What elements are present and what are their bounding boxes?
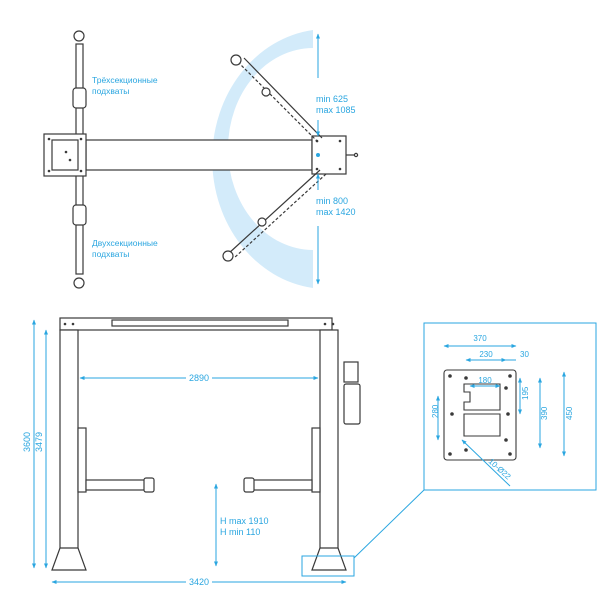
- anchor-holes: [448, 374, 512, 456]
- right-column: [319, 329, 339, 561]
- main-beam: [43, 133, 359, 177]
- dim-370: 370: [473, 334, 487, 343]
- dim-180: 180: [478, 376, 492, 385]
- height-total-text: 3600: [22, 432, 32, 452]
- inner-width-text: 2890: [189, 373, 209, 383]
- dim-30: 30: [520, 350, 529, 359]
- lower-arm: [222, 169, 327, 262]
- right-lift-arm: [251, 479, 313, 491]
- lift-height-text: H max 1910 H min 110: [220, 516, 271, 537]
- dim-230: 230: [479, 350, 493, 359]
- left-column: [59, 329, 79, 561]
- dim-450: 450: [565, 406, 574, 420]
- dim-195: 195: [521, 386, 530, 400]
- mount-holes: [47, 137, 342, 173]
- dim-390: 390: [540, 406, 549, 420]
- left-lift-arm: [85, 479, 147, 491]
- overall-width-text: 3420: [189, 577, 209, 587]
- base-plate-detail: 370 230 30 180 195 390 450 280 10-Ø22: [423, 322, 597, 491]
- detail-frame: [423, 322, 597, 491]
- label-two-section-arms: Двухсекционные подхваты: [92, 238, 160, 259]
- front-view: 3600 3479 2890 H max 1910 H min 110 3420: [22, 317, 425, 587]
- height-inner-text: 3479: [34, 432, 44, 452]
- top-view: Трёхсекционные подхваты Двухсекционные п…: [43, 30, 359, 289]
- power-unit: [343, 361, 359, 383]
- dim-280: 280: [431, 404, 440, 418]
- detail-highlight: [301, 555, 355, 577]
- dim-lower-text: min 800 max 1420: [316, 196, 356, 217]
- upper-arm: [230, 54, 323, 143]
- arm-swing-zone: [212, 30, 313, 288]
- label-three-section-arms: Трёхсекционные подхваты: [92, 75, 160, 96]
- dim-upper-text: min 625 max 1085: [316, 94, 356, 115]
